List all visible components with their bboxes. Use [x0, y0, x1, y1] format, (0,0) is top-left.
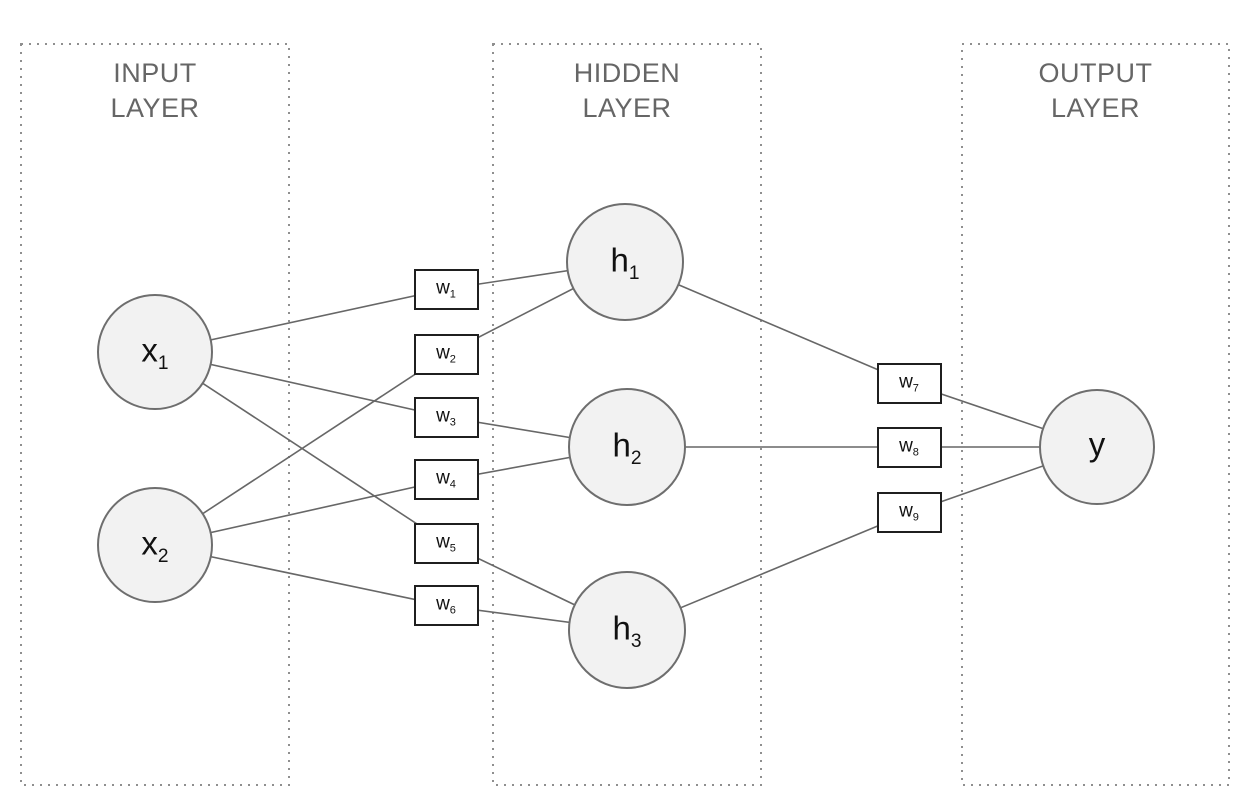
weight-box-w5 [414, 523, 479, 564]
weight-box-w6 [414, 585, 479, 626]
weight-boxes [414, 269, 942, 626]
weight-box-w7 [877, 363, 942, 404]
node-x1-circle [97, 294, 213, 410]
nodes [97, 203, 1155, 689]
node-h1-circle [566, 203, 684, 321]
weight-box-w9 [877, 492, 942, 533]
weight-box-w4 [414, 459, 479, 500]
weight-box-w3 [414, 397, 479, 438]
weight-box-w8 [877, 427, 942, 468]
node-h2-circle [568, 388, 686, 506]
edge-x1-w5 [154, 351, 447, 544]
node-x2-circle [97, 487, 213, 603]
node-h3-circle [568, 571, 686, 689]
edge-x2-w2 [154, 353, 447, 546]
node-y-circle [1039, 389, 1155, 505]
weight-box-w2 [414, 334, 479, 375]
weight-box-w1 [414, 269, 479, 310]
